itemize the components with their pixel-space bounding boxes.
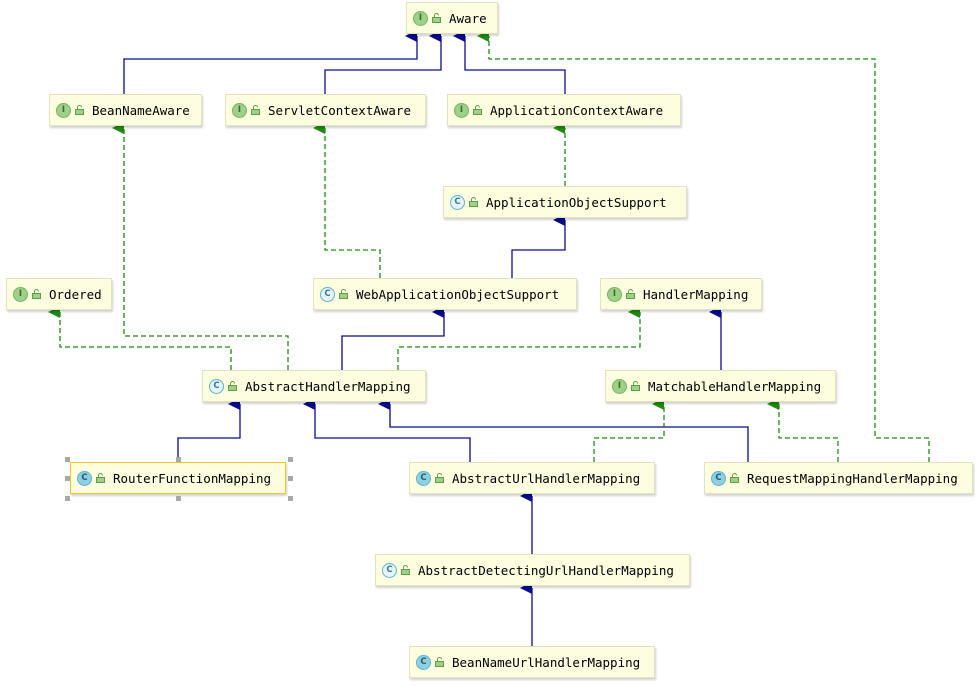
node-label: AbstractDetectingUrlHandlerMapping	[418, 562, 674, 578]
node-router-function-mapping[interactable]: C RouterFunctionMapping	[70, 462, 286, 494]
unlocked-visibility-icon	[401, 565, 410, 575]
edge-application-context-aware-to-aware	[453, 30, 566, 94]
unlocked-visibility-icon	[75, 105, 84, 115]
node-label: AbstractHandlerMapping	[245, 378, 411, 394]
edge-abstract-handler-mapping-to-handler-mapping	[397, 306, 641, 370]
unlocked-visibility-icon	[473, 105, 482, 115]
node-ordered[interactable]: I Ordered	[6, 278, 112, 310]
resize-handle[interactable]	[288, 457, 293, 462]
unlocked-visibility-icon	[251, 105, 260, 115]
node-bean-name-aware[interactable]: I BeanNameAware	[49, 94, 202, 126]
edge-bean-name-aware-to-aware	[123, 30, 418, 94]
unlocked-visibility-icon	[626, 289, 635, 299]
edge-request-mapping-handler-mapping-to-aware	[477, 30, 930, 462]
class-icon: C	[416, 654, 431, 670]
abstract-class-icon: C	[450, 194, 465, 210]
node-label: RequestMappingHandlerMapping	[747, 470, 958, 486]
resize-handle[interactable]	[65, 457, 70, 462]
node-label: RouterFunctionMapping	[113, 470, 272, 486]
unlocked-visibility-icon	[432, 13, 441, 23]
resize-handle[interactable]	[176, 496, 181, 501]
node-label: WebApplicationObjectSupport	[356, 286, 560, 302]
resize-handle[interactable]	[288, 476, 293, 481]
class-icon: C	[711, 470, 726, 486]
edge-abstract-handler-mapping-to-bean-name-aware	[112, 122, 289, 370]
abstract-class-icon: C	[320, 286, 335, 302]
unlocked-visibility-icon	[435, 657, 444, 667]
interface-icon: I	[413, 10, 428, 26]
node-request-mapping-handler-mapping[interactable]: C RequestMappingHandlerMapping	[704, 462, 973, 494]
edge-abstract-url-handler-mapping-to-matchable-handler-mapping	[593, 398, 665, 462]
edge-request-mapping-handler-mapping-to-matchable-handler-mapping	[767, 398, 839, 462]
node-web-application-object-support[interactable]: C WebApplicationObjectSupport	[313, 278, 577, 310]
node-label: AbstractUrlHandlerMapping	[452, 470, 641, 486]
class-icon: C	[77, 470, 92, 486]
node-label: MatchableHandlerMapping	[648, 378, 822, 394]
node-label: BeanNameUrlHandlerMapping	[452, 654, 641, 670]
interface-icon: I	[607, 286, 622, 302]
interface-icon: I	[13, 286, 28, 302]
edge-web-application-object-support-to-servlet-context-aware	[313, 122, 381, 278]
unlocked-visibility-icon	[435, 473, 444, 483]
unlocked-visibility-icon	[631, 381, 640, 391]
resize-handle[interactable]	[65, 496, 70, 501]
interface-icon: I	[56, 102, 71, 118]
abstract-class-icon: C	[382, 562, 397, 578]
interface-icon: I	[612, 378, 627, 394]
edge-router-function-mapping-to-abstract-handler-mapping	[177, 398, 241, 462]
node-bean-name-url-handler-mapping[interactable]: C BeanNameUrlHandlerMapping	[409, 646, 655, 678]
edge-web-application-object-support-to-application-object-support	[511, 214, 566, 278]
node-application-context-aware[interactable]: I ApplicationContextAware	[447, 94, 681, 126]
node-label: HandlerMapping	[643, 286, 749, 302]
interface-icon: I	[232, 102, 247, 118]
edge-abstract-handler-mapping-to-ordered	[48, 306, 232, 370]
unlocked-visibility-icon	[96, 473, 105, 483]
node-label: BeanNameAware	[92, 102, 190, 118]
node-abstract-url-handler-mapping[interactable]: C AbstractUrlHandlerMapping	[409, 462, 655, 494]
abstract-class-icon: C	[209, 378, 224, 394]
class-icon: C	[416, 470, 431, 486]
interface-icon: I	[454, 102, 469, 118]
resize-handle[interactable]	[288, 496, 293, 501]
resize-handle[interactable]	[176, 457, 181, 462]
node-label: ApplicationObjectSupport	[486, 194, 667, 210]
node-label: ServletContextAware	[268, 102, 411, 118]
unlocked-visibility-icon	[469, 197, 478, 207]
node-matchable-handler-mapping[interactable]: I MatchableHandlerMapping	[605, 370, 836, 402]
node-label: ApplicationContextAware	[490, 102, 664, 118]
edge-request-mapping-handler-mapping-to-abstract-handler-mapping	[378, 398, 749, 462]
node-application-object-support[interactable]: C ApplicationObjectSupport	[443, 186, 687, 218]
unlocked-visibility-icon	[228, 381, 237, 391]
edge-servlet-context-aware-to-aware	[324, 30, 442, 94]
edge-abstract-handler-mapping-to-web-application-object-support	[341, 306, 445, 370]
unlocked-visibility-icon	[730, 473, 739, 483]
unlocked-visibility-icon	[339, 289, 348, 299]
node-abstract-handler-mapping[interactable]: C AbstractHandlerMapping	[202, 370, 426, 402]
node-abstract-detecting-url-handler-mapping[interactable]: C AbstractDetectingUrlHandlerMapping	[375, 554, 690, 586]
node-aware[interactable]: I Aware	[406, 2, 498, 34]
node-handler-mapping[interactable]: I HandlerMapping	[600, 278, 762, 310]
node-label: Ordered	[49, 286, 102, 302]
node-label: Aware	[449, 10, 487, 26]
resize-handle[interactable]	[65, 476, 70, 481]
node-servlet-context-aware[interactable]: I ServletContextAware	[225, 94, 426, 126]
edge-abstract-url-handler-mapping-to-abstract-handler-mapping	[303, 398, 471, 462]
unlocked-visibility-icon	[32, 289, 41, 299]
